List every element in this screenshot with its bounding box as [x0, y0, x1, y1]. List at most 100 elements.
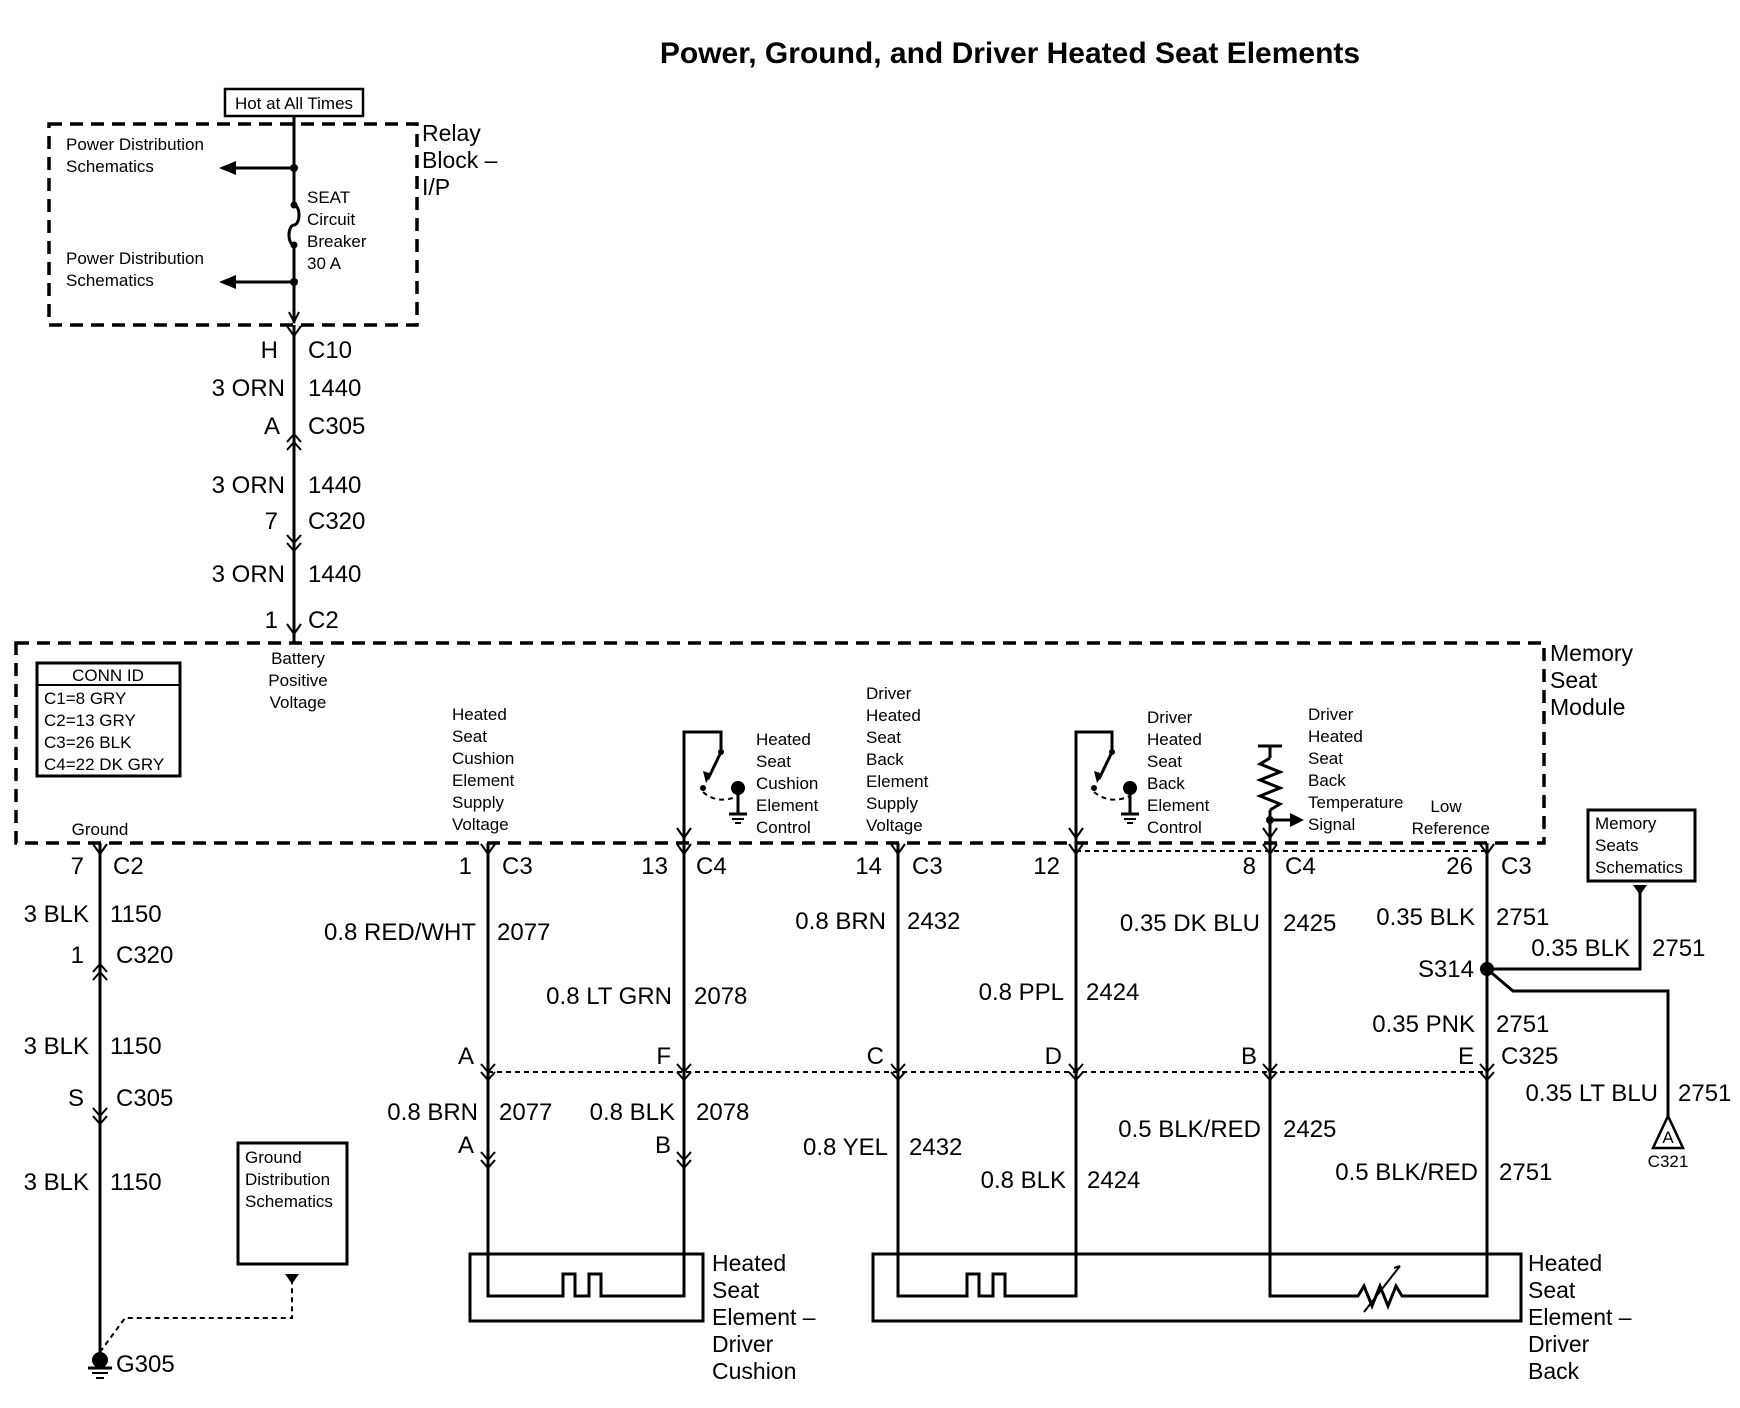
svg-text:Heated: Heated	[866, 706, 921, 725]
svg-text:Heated: Heated	[452, 705, 507, 724]
wire-color-label: 0.8 LT GRN	[546, 983, 672, 1010]
wire-2077	[480, 843, 496, 1286]
svg-text:Schematics: Schematics	[245, 1192, 333, 1211]
connector-label: C305	[116, 1085, 173, 1112]
relay-block-label: Relay Block – I/P	[422, 120, 498, 200]
offpage-connector-label: C321	[1648, 1152, 1689, 1171]
circuit-number-label: 2078	[696, 1099, 749, 1126]
back-element-label: Heated Seat Element – Driver Back	[1528, 1250, 1632, 1384]
svg-text:Voltage: Voltage	[452, 815, 509, 834]
c325-pin-label: B	[1241, 1043, 1257, 1070]
pin-label: 1	[71, 942, 84, 969]
svg-text:Relay: Relay	[422, 120, 481, 146]
svg-text:Positive: Positive	[268, 671, 328, 690]
ground-dist-label: Ground Distribution Schematics	[245, 1148, 333, 1211]
circuit-number-label: 2432	[907, 908, 960, 935]
pin-label: 14	[855, 853, 882, 880]
c325-pin-label: A	[458, 1043, 474, 1070]
svg-text:Module: Module	[1550, 694, 1625, 720]
svg-text:Seat: Seat	[1550, 667, 1598, 693]
diagram-title: Power, Ground, and Driver Heated Seat El…	[660, 37, 1360, 70]
connector-arrow-up-icon	[286, 440, 302, 451]
connector-label: C4	[1285, 853, 1316, 880]
pin-label: H	[261, 337, 278, 364]
circuit-breaker-symbol	[287, 203, 301, 247]
pin-label: 7	[71, 853, 84, 880]
svg-text:C3=26 BLK: C3=26 BLK	[44, 733, 132, 752]
connector-arrow-down-icon	[286, 542, 302, 553]
wire-2432	[890, 843, 906, 1286]
svg-text:Seats: Seats	[1595, 836, 1638, 855]
pin-label: 12	[1033, 853, 1060, 880]
svg-text:Element: Element	[1147, 796, 1210, 815]
wire-color-label: 0.8 RED/WHT	[324, 919, 476, 946]
circuit-number-label: 2751	[1496, 1011, 1549, 1038]
back-heater-element-icon	[896, 1272, 1078, 1298]
wire-color-label: 0.8 PPL	[979, 979, 1064, 1006]
back-thermistor-icon	[1268, 1265, 1489, 1313]
connector-arrow-down-icon	[286, 534, 302, 545]
svg-text:Element –: Element –	[1528, 1304, 1632, 1330]
connector-fork-icon	[286, 623, 302, 636]
svg-text:C1=8 GRY: C1=8 GRY	[44, 689, 126, 708]
svg-text:C4=22 DK GRY: C4=22 DK GRY	[44, 755, 164, 774]
svg-text:Cushion: Cushion	[452, 749, 514, 768]
circuit-number-label: 2424	[1086, 979, 1139, 1006]
pin-arrow-icon	[288, 311, 300, 325]
wire-color-label: 0.8 BRN	[387, 1099, 478, 1126]
cushion-element-box	[468, 1252, 705, 1323]
svg-text:Driver: Driver	[1147, 708, 1193, 727]
svg-text:Back: Back	[1147, 774, 1185, 793]
svg-text:Element: Element	[866, 772, 929, 791]
cushion-control-label: Heated Seat Cushion Element Control	[756, 730, 819, 837]
svg-text:Supply: Supply	[866, 794, 918, 813]
svg-text:Reference: Reference	[1412, 819, 1490, 838]
circuit-number-label: 2432	[909, 1134, 962, 1161]
connector-arrow-up-icon	[92, 962, 108, 973]
connector-label: C320	[116, 942, 173, 969]
c325-pin-label: D	[1045, 1043, 1062, 1070]
arrow-down-icon	[285, 1274, 299, 1284]
svg-text:Cushion: Cushion	[712, 1358, 796, 1384]
memory-seat-module-outline	[14, 641, 1546, 845]
svg-text:Battery: Battery	[271, 649, 325, 668]
circuit-number-label: 2751	[1652, 935, 1705, 962]
wire-2078	[676, 827, 692, 1286]
circuit-breaker-label: SEAT Circuit Breaker 30 A	[307, 188, 367, 273]
back-control-switch-icon	[1074, 730, 1139, 838]
cushion-supply-label: Heated Seat Cushion Element Supply Volta…	[452, 705, 515, 834]
connector-arrow-down-icon	[92, 1107, 108, 1118]
pin-label: A	[264, 413, 280, 440]
pin-label: 1	[265, 607, 278, 634]
svg-text:Block –: Block –	[422, 147, 498, 173]
svg-text:Temperature: Temperature	[1308, 793, 1403, 812]
wire-color-label: 3 BLK	[24, 1169, 89, 1196]
c325-connector-label: C325	[1501, 1043, 1558, 1070]
circuit-number-label: 1150	[110, 1169, 162, 1196]
connector-label: C320	[308, 508, 365, 535]
element-pin-label: A	[458, 1132, 474, 1159]
wire-color-label: 0.8 YEL	[803, 1134, 888, 1161]
wire-color-label: 3 ORN	[212, 561, 285, 588]
arrow-left-icon	[219, 275, 236, 289]
svg-text:Voltage: Voltage	[270, 693, 327, 712]
connector-fork-icon	[92, 843, 108, 856]
circuit-number-label: 1150	[110, 1033, 162, 1060]
ground-symbol-icon	[88, 1352, 112, 1379]
wire-color-label: 0.8 BLK	[981, 1167, 1066, 1194]
power-dist-label-1: Power Distribution Schematics	[66, 135, 204, 176]
circuit-number-label: 2078	[694, 983, 747, 1010]
wire-2424	[1068, 827, 1084, 1286]
wire-color-label: 0.35 BLK	[1531, 935, 1630, 962]
back-supply-label: Driver Heated Seat Back Element Supply V…	[866, 684, 929, 835]
temp-signal-resistor-icon	[1255, 744, 1304, 838]
circuit-number-label: 1440	[308, 472, 361, 499]
splice-label: S314	[1418, 956, 1474, 983]
wire-color-label: 3 ORN	[212, 375, 285, 402]
c325-pin-label: C	[867, 1043, 884, 1070]
svg-text:Heated: Heated	[1147, 730, 1202, 749]
wire-color-label: 0.35 DK BLU	[1120, 910, 1260, 937]
wire-color-label: 3 BLK	[24, 901, 89, 928]
memory-seat-module-label: Memory Seat Module	[1550, 640, 1634, 720]
connector-label: C3	[502, 853, 533, 880]
